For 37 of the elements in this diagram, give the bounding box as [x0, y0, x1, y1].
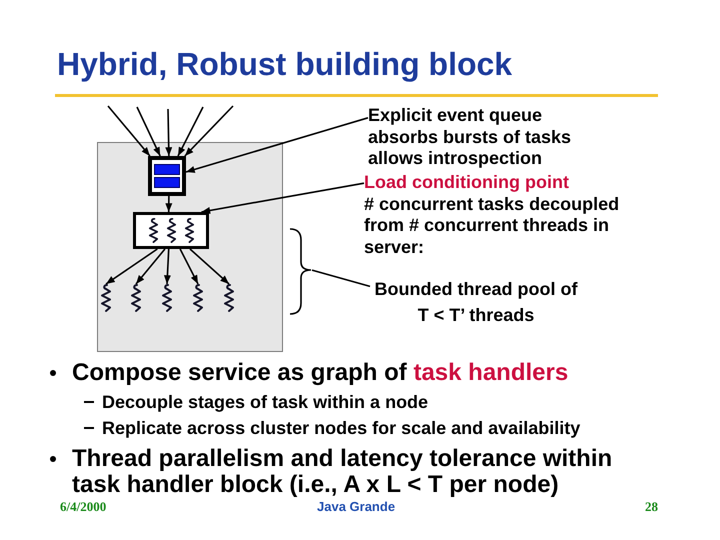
arrow — [164, 248, 171, 284]
curly-brace — [289, 227, 312, 315]
arrow — [107, 105, 151, 157]
title: Hybrid, Robust building block — [57, 45, 512, 83]
leader-line — [201, 182, 364, 214]
leader-line — [312, 269, 370, 288]
arrow — [179, 248, 199, 284]
queue-box — [148, 156, 186, 196]
footer-text: Java Grande — [317, 499, 396, 515]
arrow — [184, 105, 234, 157]
annotation-text: absorbs bursts of tasks — [368, 126, 572, 148]
arrow — [165, 196, 172, 212]
wavy-line-icon — [161, 284, 173, 312]
bullet-text: Compose service as graph of task handlers — [72, 360, 570, 386]
sub-bullet-text: Decouple stages of task within a node — [102, 391, 430, 413]
sub-bullet-text: Replicate across cluster nodes for scale and availability — [102, 417, 582, 439]
annotation-text: Bounded thread pool of T < T’ threads — [374, 278, 578, 327]
annotation-text: allows introspection — [368, 148, 544, 170]
arrow — [136, 106, 161, 156]
footer-date: 6/4/2000 — [60, 499, 106, 515]
arrow — [165, 108, 172, 156]
wavy-line-icon — [192, 284, 204, 312]
background-panel — [97, 142, 283, 352]
annotation-text: Explicit event queue — [368, 105, 544, 126]
wavy-line-icon — [130, 284, 142, 312]
wavy-line-icon — [223, 284, 235, 312]
arrow — [189, 248, 230, 285]
thread-pool-box — [133, 212, 209, 249]
arrow — [135, 248, 166, 284]
arrow — [106, 248, 158, 285]
wavy-line-icon — [100, 284, 112, 312]
leader-line — [186, 117, 368, 173]
bullet-text: Thread parallelism and latency tolerance within task handler block (i.e., A x L < T per node) — [72, 446, 614, 498]
heading-text: Load conditioning point — [364, 172, 570, 194]
arrow — [177, 106, 204, 156]
page-number: 28 — [645, 499, 658, 515]
annotation-text: # concurrent tasks decoupled from # concurrent threads in server: — [364, 194, 620, 258]
